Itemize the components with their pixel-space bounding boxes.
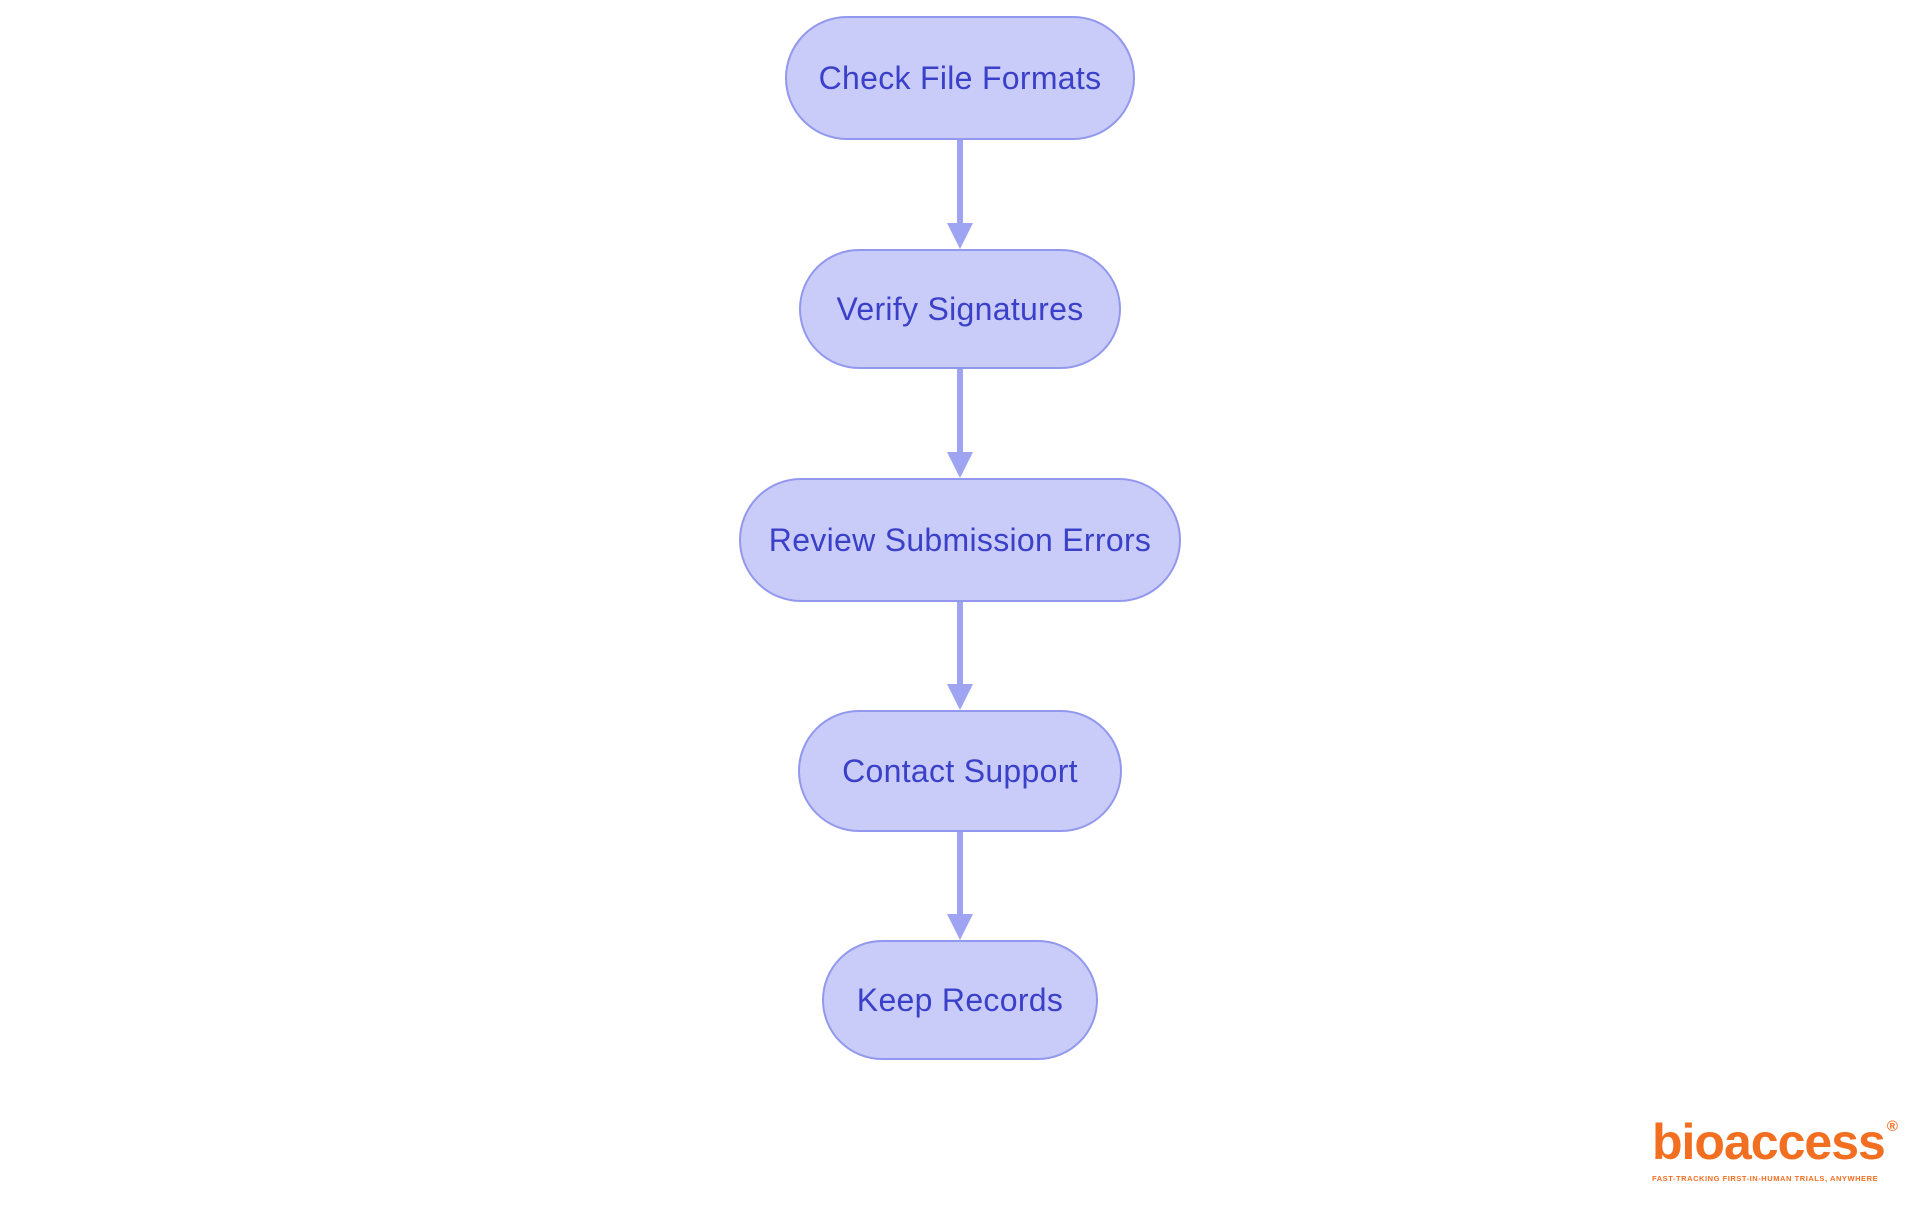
registered-trademark-icon: ® — [1886, 1118, 1898, 1135]
flow-node-label: Verify Signatures — [836, 290, 1084, 327]
flow-node-label: Review Submission Errors — [768, 521, 1152, 558]
arrow-head-icon — [947, 223, 973, 249]
brand-name: bioaccess — [1652, 1114, 1886, 1170]
arrow-head-icon — [947, 452, 973, 478]
bioaccess-wordmark: bioaccess® — [1652, 1116, 1898, 1169]
arrow-shaft — [957, 369, 963, 452]
flow-node-verify-signatures: Verify Signatures — [799, 249, 1121, 369]
flow-node-label: Keep Records — [856, 981, 1064, 1018]
flow-node-label: Contact Support — [842, 752, 1078, 789]
logo-tagline: FAST-TRACKING FIRST-IN-HUMAN TRIALS, ANY… — [1652, 1174, 1879, 1183]
flow-node-contact-support: Contact Support — [798, 710, 1122, 832]
flow-node-check-file-formats: Check File Formats — [785, 16, 1135, 140]
arrow-head-icon — [947, 914, 973, 940]
flow-node-label: Check File Formats — [818, 59, 1102, 96]
arrow-shaft — [957, 140, 963, 223]
edge-connector-2 — [947, 369, 973, 478]
arrow-shaft — [957, 832, 963, 914]
flow-node-keep-records: Keep Records — [822, 940, 1098, 1060]
arrow-shaft — [957, 602, 963, 684]
bioaccess-logo: bioaccess® FAST-TRACKING FIRST-IN-HUMAN … — [1652, 1116, 1898, 1184]
edge-connector-4 — [947, 832, 973, 940]
edge-connector-3 — [947, 602, 973, 710]
arrow-head-icon — [947, 684, 973, 710]
edge-connector-1 — [947, 140, 973, 249]
flow-node-review-submission-errors: Review Submission Errors — [739, 478, 1181, 602]
